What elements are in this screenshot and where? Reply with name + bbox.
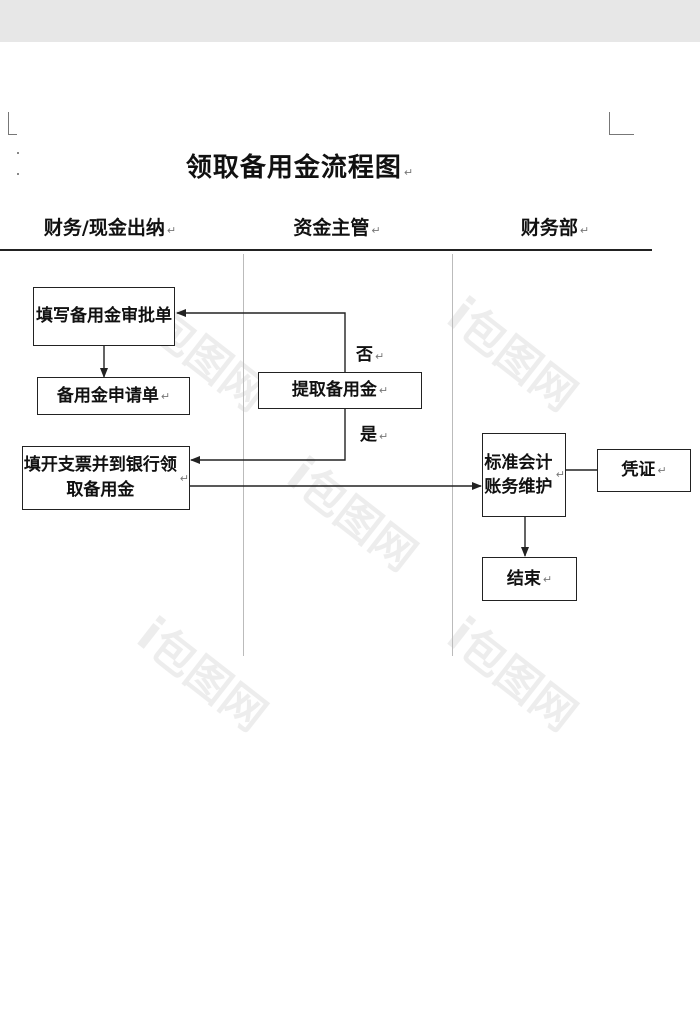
node-withdraw-petty-cash: 提取备用金↵ bbox=[258, 372, 422, 409]
margin-dot bbox=[17, 152, 19, 154]
header-rule bbox=[0, 249, 652, 251]
node-request-form: 备用金申请单↵ bbox=[37, 377, 190, 415]
lane-divider bbox=[452, 254, 453, 656]
node-voucher: 凭证↵ bbox=[597, 449, 691, 492]
lane-divider bbox=[243, 254, 244, 656]
lane-header-cashier: 财务/现金出纳↵ bbox=[43, 217, 177, 239]
node-cheque-to-bank: 填开支票并到银行领取备用金↵ bbox=[22, 446, 190, 510]
edge-label-no: 否↵ bbox=[356, 345, 385, 365]
margin-dot bbox=[17, 173, 19, 175]
edge-label-yes: 是↵ bbox=[360, 425, 389, 445]
diagram-title: 领取备用金流程图↵ bbox=[185, 153, 415, 183]
node-fill-approval-form: 填写备用金审批单 bbox=[33, 287, 175, 346]
document-page bbox=[0, 42, 700, 1030]
node-end: 结束↵ bbox=[482, 557, 577, 601]
lane-header-finance-dept: 财务部↵ bbox=[520, 217, 590, 239]
node-accounting-maintenance: 标准会计账务维护↵ bbox=[482, 433, 566, 517]
lane-header-fund-supervisor: 资金主管↵ bbox=[293, 217, 381, 239]
crop-mark-top-left bbox=[8, 112, 17, 135]
crop-mark-top-right bbox=[609, 112, 634, 135]
top-bar bbox=[0, 0, 700, 42]
